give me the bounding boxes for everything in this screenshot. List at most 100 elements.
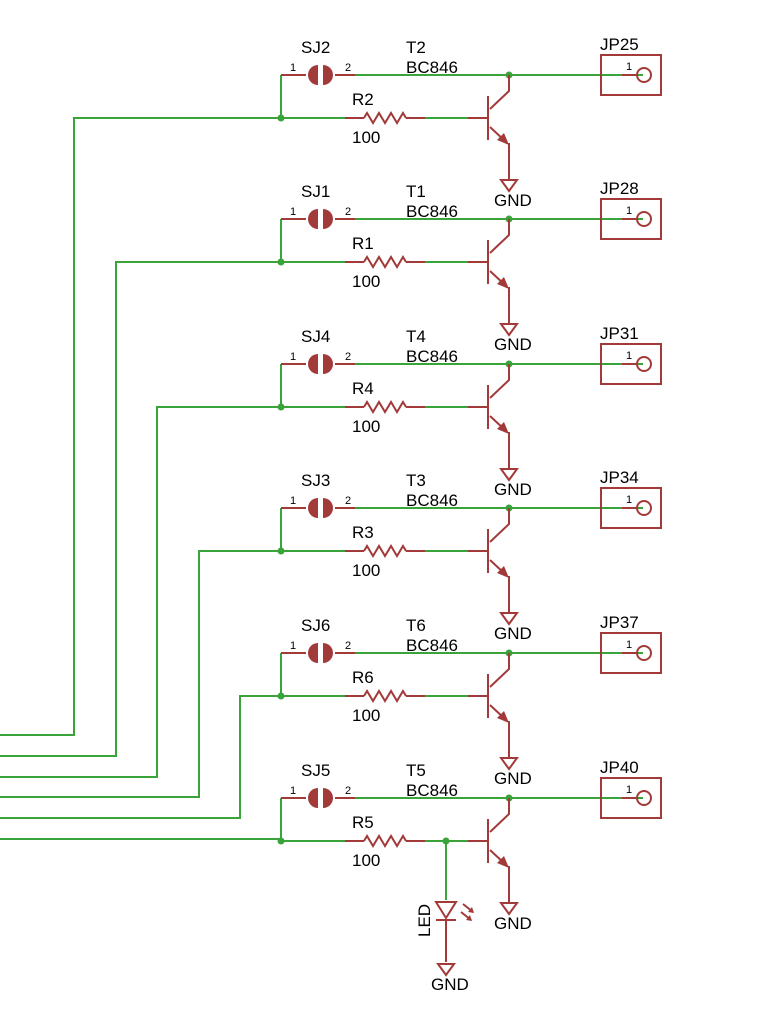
connector-pin-number: 1 (626, 639, 632, 651)
wire-input-line (0, 838, 345, 842)
transistor-emitter-arrow-icon (497, 422, 509, 434)
resistor-name: R5 (352, 813, 374, 832)
connector-body (600, 54, 662, 96)
resistor-icon (363, 255, 407, 269)
resistor-icon (363, 544, 407, 558)
ground-label: GND (494, 624, 532, 643)
jumper-pin-2: 2 (345, 62, 351, 74)
transistor-emitter-arrow-icon (497, 133, 509, 145)
ground-symbol-icon (499, 323, 519, 337)
jumper-pin-2: 2 (345, 495, 351, 507)
connector-pin-icon (636, 790, 652, 806)
transistor-type: BC846 (406, 636, 458, 655)
transistor-collector (489, 508, 510, 543)
resistor-value: 100 (352, 272, 380, 291)
transistor-collector (489, 75, 510, 110)
connector-body (600, 343, 662, 385)
connector-name: JP37 (600, 613, 639, 632)
transistor-collector (489, 219, 510, 254)
connector-name: JP25 (600, 35, 639, 54)
transistor-type: BC846 (406, 202, 458, 221)
solder-jumper-right-pad (323, 498, 333, 518)
jumper-name: SJ4 (301, 327, 330, 346)
transistor-type: BC846 (406, 781, 458, 800)
solder-jumper-left-pad (308, 788, 318, 808)
connector-pin-number: 1 (626, 61, 632, 73)
wire-input-line (0, 261, 345, 757)
transistor-name: T2 (406, 38, 426, 57)
connector-pin-icon (636, 645, 652, 661)
resistor-icon (363, 834, 407, 848)
jumper-pin-2: 2 (345, 351, 351, 363)
resistor-value: 100 (352, 561, 380, 580)
connector-pin-icon (636, 356, 652, 372)
jumper-pin-2: 2 (345, 785, 351, 797)
ground-label: GND (494, 480, 532, 499)
resistor-value: 100 (352, 851, 380, 870)
resistor-name: R3 (352, 523, 374, 542)
connector-pin-icon (636, 67, 652, 83)
transistor-type: BC846 (406, 58, 458, 77)
jumper-pin-1: 1 (290, 785, 296, 797)
connector-name: JP40 (600, 758, 639, 777)
transistor-emitter-arrow-icon (497, 711, 509, 723)
connector-body (600, 777, 662, 819)
resistor-value: 100 (352, 417, 380, 436)
connector-pin-number: 1 (626, 350, 632, 362)
jumper-name: SJ1 (301, 182, 330, 201)
connector-pin-number: 1 (626, 205, 632, 217)
ground-symbol-icon (436, 963, 456, 977)
solder-jumper-left-pad (308, 354, 318, 374)
jumper-name: SJ5 (301, 761, 330, 780)
transistor-name: T3 (406, 471, 426, 490)
resistor-icon (363, 689, 407, 703)
resistor-name: R6 (352, 668, 374, 687)
junction-dot (277, 692, 285, 700)
resistor-value: 100 (352, 706, 380, 725)
connector-body (600, 487, 662, 529)
connector-name: JP31 (600, 324, 639, 343)
jumper-name: SJ3 (301, 471, 330, 490)
connector-pin-icon (636, 500, 652, 516)
resistor-name: R2 (352, 90, 374, 109)
ground-label: GND (494, 335, 532, 354)
junction-dot (277, 114, 285, 122)
transistor-name: T5 (406, 761, 426, 780)
led-label: LED (415, 904, 434, 937)
resistor-name: R1 (352, 234, 374, 253)
solder-jumper-left-pad (308, 65, 318, 85)
transistor-emitter-arrow-icon (497, 856, 509, 868)
led-ray-arrow (466, 915, 472, 921)
ground-label: GND (494, 914, 532, 933)
transistor-emitter-arrow-icon (497, 566, 509, 578)
connector-name: JP34 (600, 468, 639, 487)
solder-jumper-right-pad (323, 354, 333, 374)
ground-label: GND (494, 769, 532, 788)
junction-dot (277, 403, 285, 411)
ground-label: GND (494, 191, 532, 210)
resistor-icon (363, 400, 407, 414)
jumper-name: SJ6 (301, 616, 330, 635)
jumper-pin-1: 1 (290, 351, 296, 363)
resistor-value: 100 (352, 128, 380, 147)
jumper-pin-2: 2 (345, 206, 351, 218)
wire-input-line (0, 550, 345, 798)
solder-jumper-left-pad (308, 209, 318, 229)
jumper-pin-2: 2 (345, 640, 351, 652)
connector-name: JP28 (600, 179, 639, 198)
transistor-collector (489, 653, 510, 688)
ground-symbol-icon (499, 612, 519, 626)
jumper-pin-1: 1 (290, 495, 296, 507)
transistor-collector (489, 798, 510, 833)
transistor-name: T4 (406, 327, 426, 346)
connector-pin-number: 1 (626, 784, 632, 796)
transistor-emitter-arrow-icon (497, 277, 509, 289)
solder-jumper-right-pad (323, 643, 333, 663)
jumper-pin-1: 1 (290, 206, 296, 218)
ground-symbol-icon (499, 757, 519, 771)
